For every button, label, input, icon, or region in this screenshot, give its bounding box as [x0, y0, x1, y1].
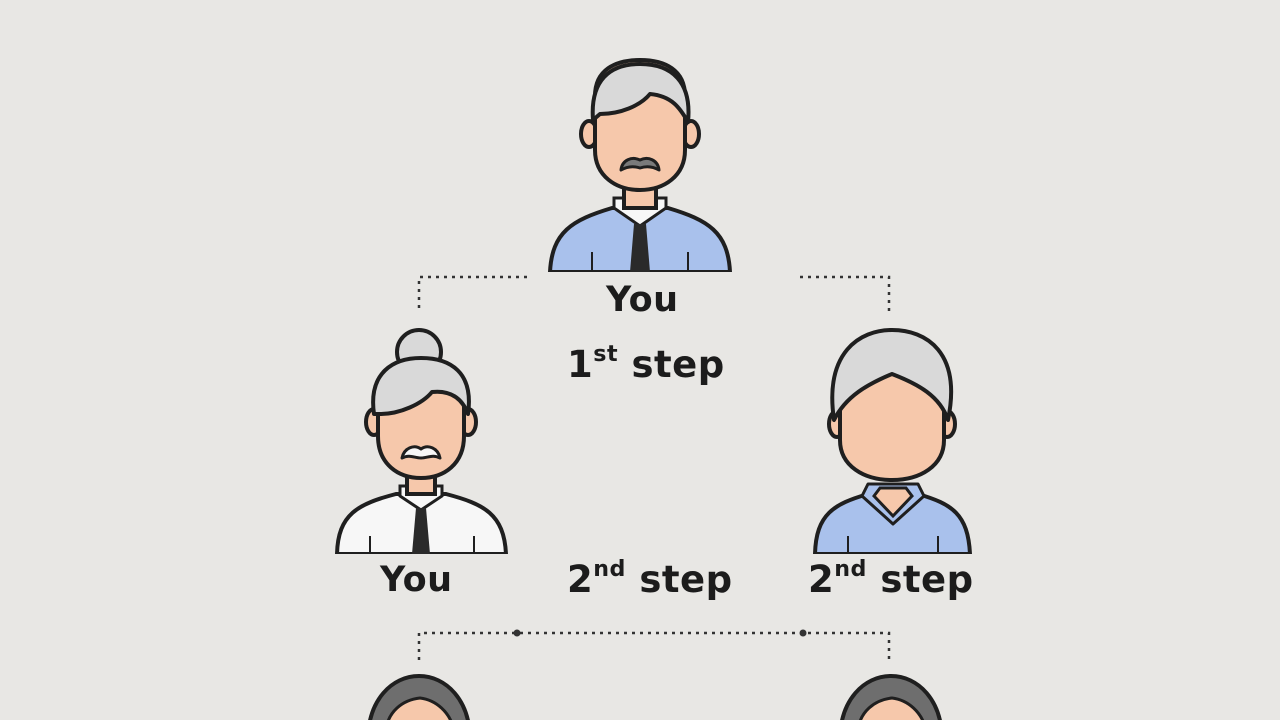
step-word: step — [631, 343, 725, 386]
label-2nd-step-center: 2nd step — [567, 558, 733, 601]
grandmother-icon — [334, 328, 509, 554]
grandfather-icon — [547, 57, 733, 272]
label-1st-step: 1st step — [567, 343, 725, 386]
step-ordinal-suffix: st — [593, 341, 619, 368]
step-number: 2 — [567, 558, 594, 601]
step-number: 2 — [808, 558, 835, 601]
label-you-top: You — [606, 280, 679, 320]
connector-bottom — [417, 629, 891, 660]
child-icon — [368, 673, 470, 720]
connector-top-left — [417, 275, 527, 312]
step-ordinal-suffix: nd — [593, 556, 626, 583]
step-word: step — [639, 558, 733, 601]
label-you-middle: You — [380, 560, 453, 600]
connector-top-right — [800, 275, 891, 312]
child-icon — [840, 673, 942, 720]
step-word: step — [880, 558, 974, 601]
step-ordinal-suffix: nd — [834, 556, 867, 583]
step-number: 1 — [567, 343, 594, 386]
label-2nd-step-right: 2nd step — [808, 558, 974, 601]
relative-icon — [812, 328, 973, 554]
